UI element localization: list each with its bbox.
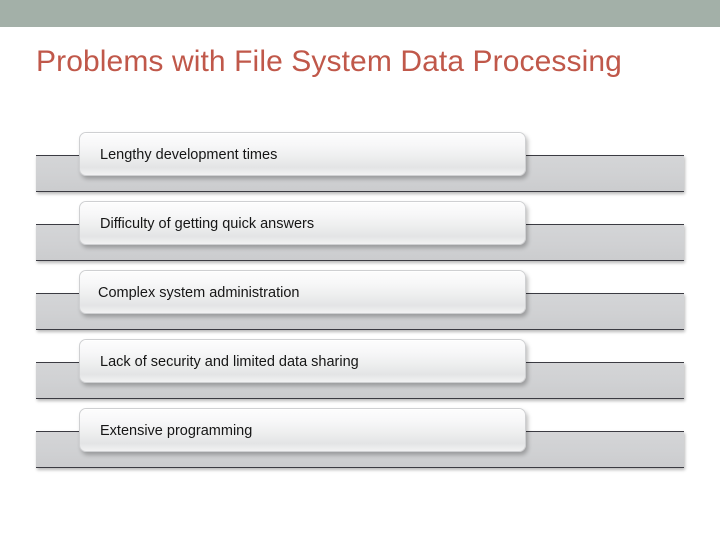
page-title: Problems with File System Data Processin… — [36, 45, 622, 78]
callout-label: Difficulty of getting quick answers — [100, 216, 315, 232]
top-accent-band — [0, 0, 720, 27]
callout-label: Complex system administration — [98, 285, 300, 301]
callout-label: Lengthy development times — [100, 147, 278, 163]
callout-card[interactable]: Lack of security and limited data sharin… — [79, 339, 526, 383]
callout-card[interactable]: Difficulty of getting quick answers — [79, 201, 526, 245]
callout-label: Lack of security and limited data sharin… — [100, 354, 359, 370]
list-item[interactable]: Complex system administration — [0, 270, 720, 332]
callout-label: Extensive programming — [100, 423, 253, 439]
list-item[interactable]: Difficulty of getting quick answers — [0, 201, 720, 263]
callout-card[interactable]: Extensive programming — [79, 408, 526, 452]
callout-card[interactable]: Complex system administration — [79, 270, 526, 314]
list-item[interactable]: Lack of security and limited data sharin… — [0, 339, 720, 401]
callout-card[interactable]: Lengthy development times — [79, 132, 526, 176]
list-item[interactable]: Extensive programming — [0, 408, 720, 470]
list-item[interactable]: Lengthy development times — [0, 132, 720, 194]
